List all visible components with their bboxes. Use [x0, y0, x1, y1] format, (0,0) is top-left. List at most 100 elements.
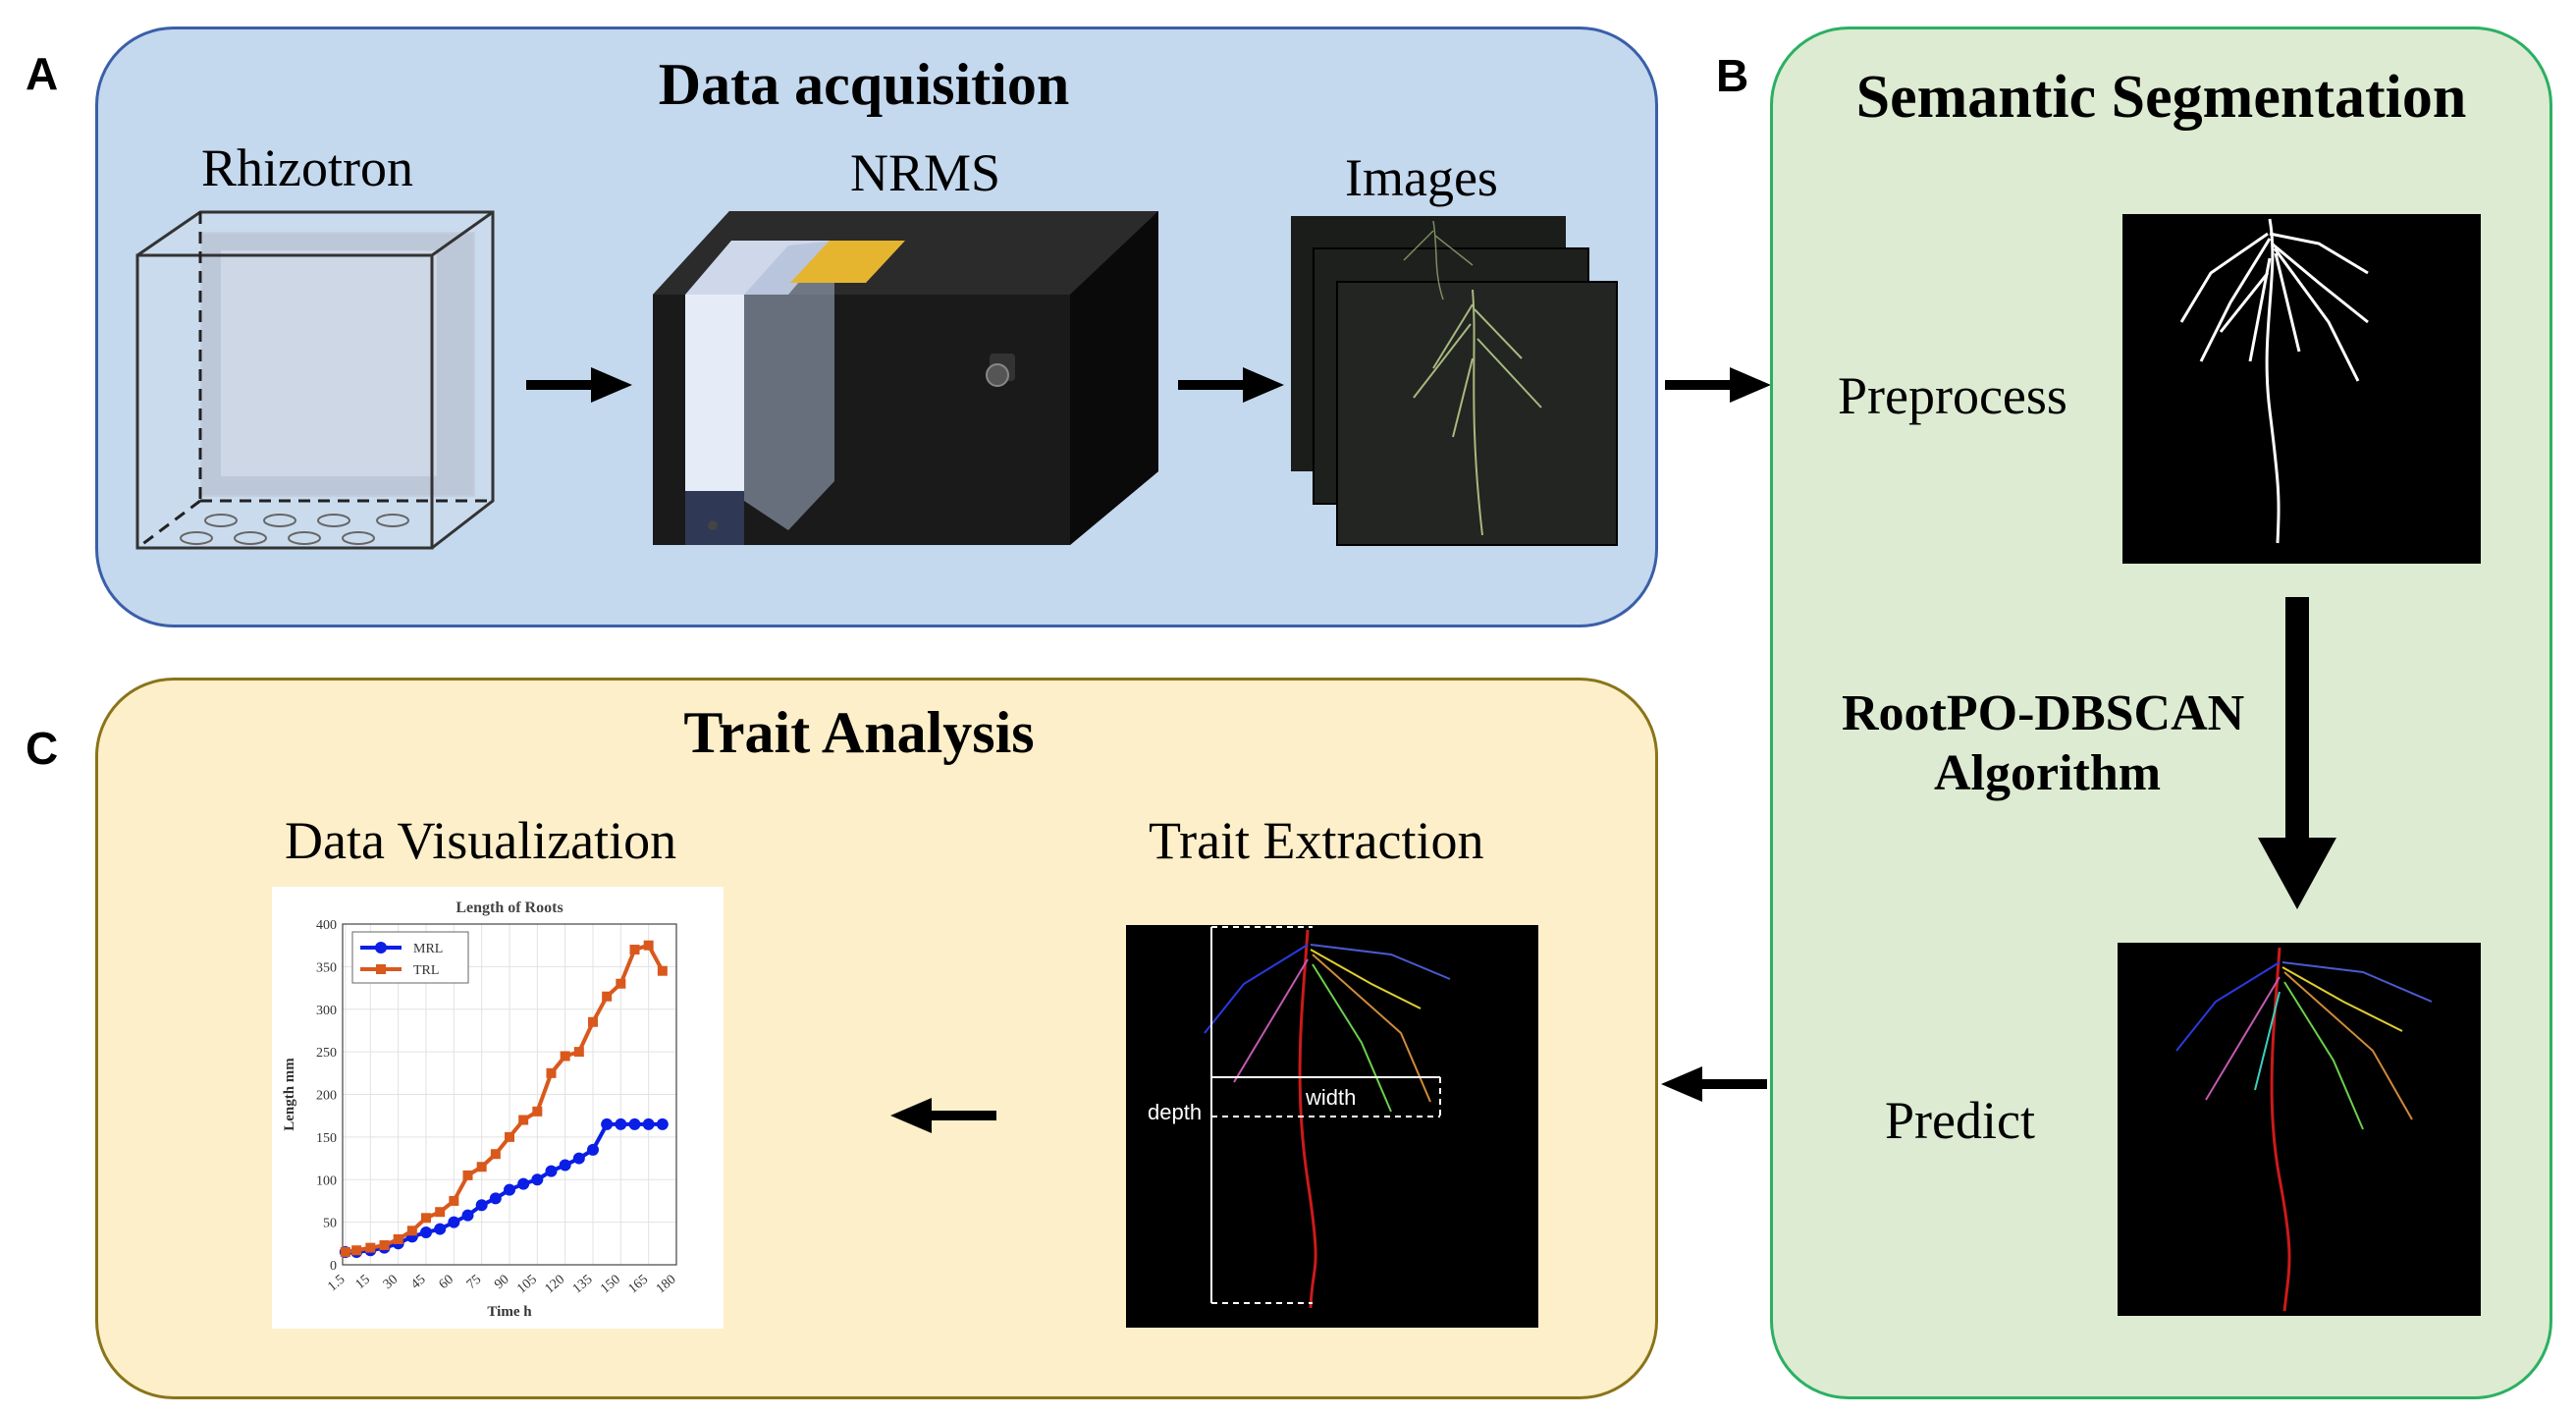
- chart-x-tick: 150: [598, 1273, 623, 1297]
- depth-label: depth: [1148, 1100, 1203, 1124]
- chart-point-trl: [518, 1115, 529, 1125]
- chart-y-tick: 150: [316, 1131, 337, 1146]
- chart-x-tick: 30: [381, 1273, 401, 1292]
- width-label: width: [1306, 1085, 1357, 1110]
- chart-x-tick: 135: [570, 1273, 596, 1297]
- chart-point-mrl: [475, 1199, 488, 1212]
- chart-point-trl: [449, 1195, 459, 1206]
- chart-point-trl: [435, 1207, 446, 1218]
- chart-point-mrl: [420, 1226, 432, 1239]
- chart-point-trl: [421, 1213, 431, 1224]
- chart-x-tick: 180: [654, 1273, 679, 1297]
- chart-y-tick: 350: [316, 960, 337, 975]
- algorithm-label-line2: Algorithm: [1934, 745, 2162, 801]
- chart-point-trl: [657, 965, 668, 976]
- chart-point-trl: [573, 1047, 584, 1058]
- chart-point-trl: [505, 1131, 514, 1142]
- chart-point-mrl: [504, 1183, 515, 1196]
- chart-point-trl: [393, 1233, 403, 1244]
- chart-point-trl: [602, 991, 613, 1002]
- trait-analysis-title: Trait Analysis: [683, 700, 1035, 765]
- chart-legend-label: TRL: [413, 963, 439, 978]
- chart-point-trl: [546, 1067, 557, 1078]
- arrow-rhizotron-to-nrms: [526, 367, 632, 403]
- chart-point-mrl: [545, 1165, 558, 1177]
- arrow-a-to-b: [1665, 367, 1771, 403]
- chart-point-trl: [379, 1240, 390, 1251]
- chart-point-trl: [616, 978, 626, 989]
- arrow-nrms-to-images: [1178, 367, 1284, 403]
- preprocess-label: Preprocess: [1838, 366, 2067, 425]
- root-images-stack: [1291, 216, 1618, 546]
- chart-x-tick: 75: [464, 1273, 484, 1292]
- chart-series-line-trl: [345, 943, 665, 1254]
- chart-point-mrl: [628, 1117, 641, 1130]
- chart-legend-label: MRL: [413, 942, 443, 956]
- chart-point-trl: [490, 1149, 501, 1160]
- chart-point-trl: [532, 1106, 543, 1117]
- panel-label-b: B: [1716, 50, 1749, 101]
- nrms-device-illustration: [653, 211, 1158, 545]
- chart-point-mrl: [587, 1143, 599, 1156]
- chart-point-trl: [462, 1170, 473, 1180]
- chart-x-tick: 120: [543, 1273, 568, 1297]
- chart-x-tick: 15: [353, 1273, 373, 1292]
- preprocess-mask-image: [2122, 214, 2481, 564]
- chart-point-mrl: [572, 1152, 585, 1165]
- rhizotron-illustration: [135, 210, 495, 550]
- chart-point-trl: [588, 1016, 598, 1027]
- chart-x-tick: 60: [437, 1273, 456, 1292]
- panel-label-c: C: [26, 723, 59, 774]
- panel-label-a: A: [26, 48, 59, 99]
- predict-label: Predict: [1885, 1091, 2035, 1150]
- images-label: Images: [1345, 148, 1498, 207]
- chart-x-tick: 105: [514, 1273, 540, 1297]
- chart-point-mrl: [434, 1223, 447, 1235]
- arrow-extraction-to-visualization: [890, 1098, 996, 1133]
- chart-point-trl: [643, 940, 654, 951]
- chart-point-trl: [476, 1162, 487, 1172]
- chart-legend-marker: [375, 942, 387, 954]
- chart-legend-box: [351, 931, 469, 984]
- chart-point-mrl: [615, 1117, 627, 1130]
- chart-y-tick: 400: [316, 918, 337, 933]
- chart-y-tick: 100: [316, 1173, 337, 1188]
- chart-y-label: Length mm: [282, 1058, 297, 1131]
- chart-legend-marker: [376, 964, 386, 974]
- predict-mask-image: [2118, 943, 2481, 1316]
- chart-point-trl: [629, 945, 640, 955]
- chart-y-tick: 250: [316, 1046, 337, 1061]
- arrow-preprocess-to-predict: [2258, 597, 2336, 909]
- chart-plot-frame: [342, 923, 677, 1266]
- chart-point-mrl: [559, 1159, 571, 1172]
- chart-point-mrl: [531, 1173, 544, 1186]
- rhizotron-label: Rhizotron: [201, 138, 413, 197]
- chart-point-mrl: [448, 1216, 460, 1228]
- chart-point-mrl: [642, 1117, 655, 1130]
- chart-point-trl: [340, 1246, 350, 1257]
- chart-point-mrl: [489, 1192, 502, 1205]
- chart-point-mrl: [656, 1117, 669, 1130]
- chart-y-tick: 50: [323, 1217, 337, 1231]
- chart-point-trl: [351, 1245, 362, 1256]
- chart-x-tick: 165: [626, 1273, 652, 1297]
- chart-point-trl: [560, 1051, 570, 1062]
- algorithm-label-line1: RootPO-DBSCAN: [1842, 685, 2245, 741]
- chart-x-tick: 90: [492, 1273, 511, 1292]
- arrow-b-to-c: [1661, 1066, 1767, 1102]
- chart-point-mrl: [461, 1209, 474, 1222]
- data-visualization-label: Data Visualization: [285, 811, 677, 870]
- semantic-segmentation-title: Semantic Segmentation: [1855, 64, 2467, 131]
- chart-x-label: Time h: [487, 1304, 532, 1320]
- chart-y-tick: 300: [316, 1004, 337, 1018]
- chart-y-tick: 0: [330, 1259, 337, 1274]
- trait-extraction-label: Trait Extraction: [1149, 811, 1484, 870]
- chart-point-trl: [406, 1226, 417, 1236]
- chart-point-mrl: [601, 1117, 614, 1130]
- chart-point-trl: [365, 1242, 376, 1253]
- data-acquisition-title: Data acquisition: [658, 52, 1070, 117]
- chart-x-tick: 1.5: [325, 1273, 348, 1295]
- chart-point-mrl: [517, 1177, 530, 1190]
- trait-extraction-image: depth width: [1126, 925, 1538, 1328]
